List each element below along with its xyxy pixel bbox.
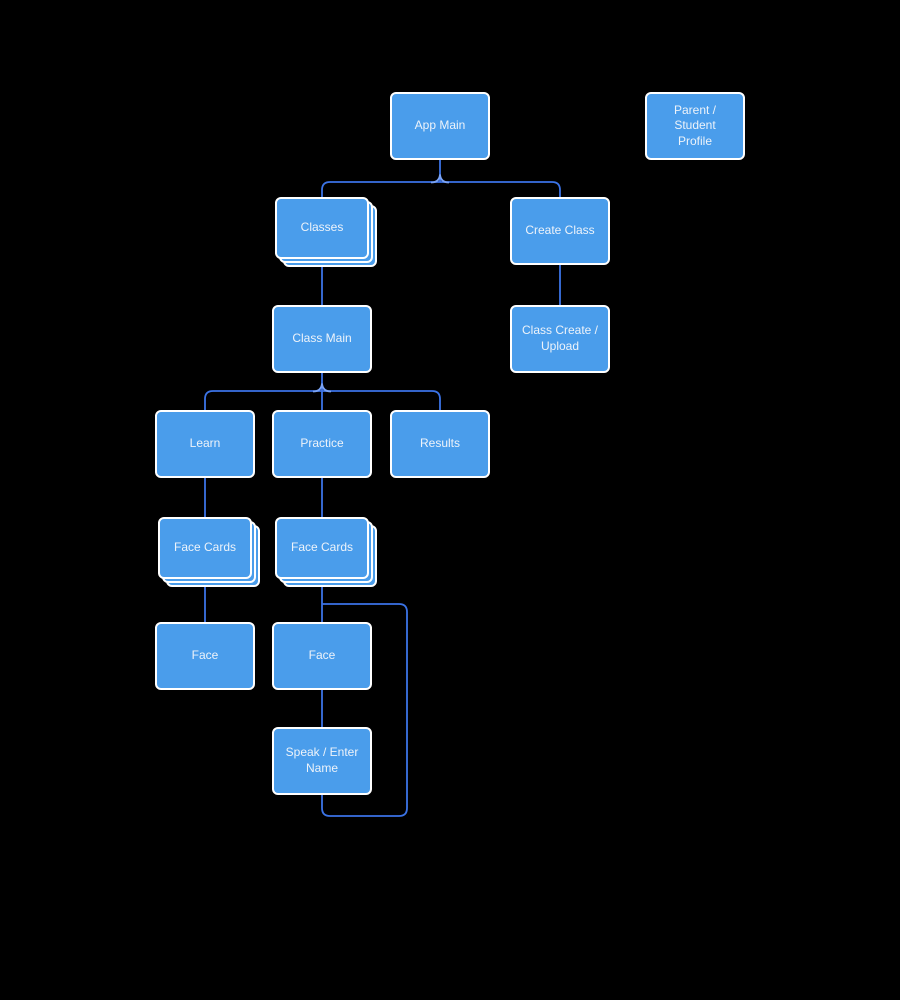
node-classes[interactable]: Classes xyxy=(275,197,377,267)
node-learn[interactable]: Learn xyxy=(155,410,255,478)
node-app-main[interactable]: App Main xyxy=(390,92,490,160)
connector-app-main-create-class xyxy=(440,181,561,197)
node-parent-student-profile[interactable]: Parent / Student Profile xyxy=(645,92,745,160)
node-face-practice[interactable]: Face xyxy=(272,622,372,690)
connector-app-main-classes xyxy=(321,181,440,197)
node-results-label: Results xyxy=(419,436,460,451)
node-speak-enter-name-label: Speak / Enter Name xyxy=(285,745,359,775)
node-face-learn-label: Face xyxy=(191,648,219,663)
node-create-class[interactable]: Create Class xyxy=(510,197,610,265)
connector-speak-loop-back xyxy=(321,603,408,817)
node-class-create-upload-label: Class Create / Upload xyxy=(521,323,599,353)
node-class-main-label: Class Main xyxy=(292,331,352,346)
node-classes-label: Classes xyxy=(300,220,344,235)
node-app-main-label: App Main xyxy=(414,118,466,133)
node-class-create-upload[interactable]: Class Create / Upload xyxy=(510,305,610,373)
fork-mark-app-main xyxy=(430,174,450,184)
node-practice-label: Practice xyxy=(300,436,344,451)
node-face-practice-label: Face xyxy=(308,648,336,663)
node-learn-label: Learn xyxy=(189,436,221,451)
node-speak-enter-name[interactable]: Speak / Enter Name xyxy=(272,727,372,795)
node-parent-student-profile-label: Parent / Student Profile xyxy=(673,102,717,148)
node-practice[interactable]: Practice xyxy=(272,410,372,478)
node-face-cards-learn[interactable]: Face Cards xyxy=(158,517,260,587)
node-class-main[interactable]: Class Main xyxy=(272,305,372,373)
node-results[interactable]: Results xyxy=(390,410,490,478)
node-face-cards-learn-label: Face Cards xyxy=(173,540,237,555)
node-face-cards-practice[interactable]: Face Cards xyxy=(275,517,377,587)
node-create-class-label: Create Class xyxy=(525,223,595,238)
node-face-cards-practice-label: Face Cards xyxy=(290,540,354,555)
fork-mark-class-main xyxy=(312,383,332,393)
connector-class-main-results xyxy=(322,390,441,410)
node-face-learn[interactable]: Face xyxy=(155,622,255,690)
connector-class-main-learn xyxy=(204,390,322,410)
